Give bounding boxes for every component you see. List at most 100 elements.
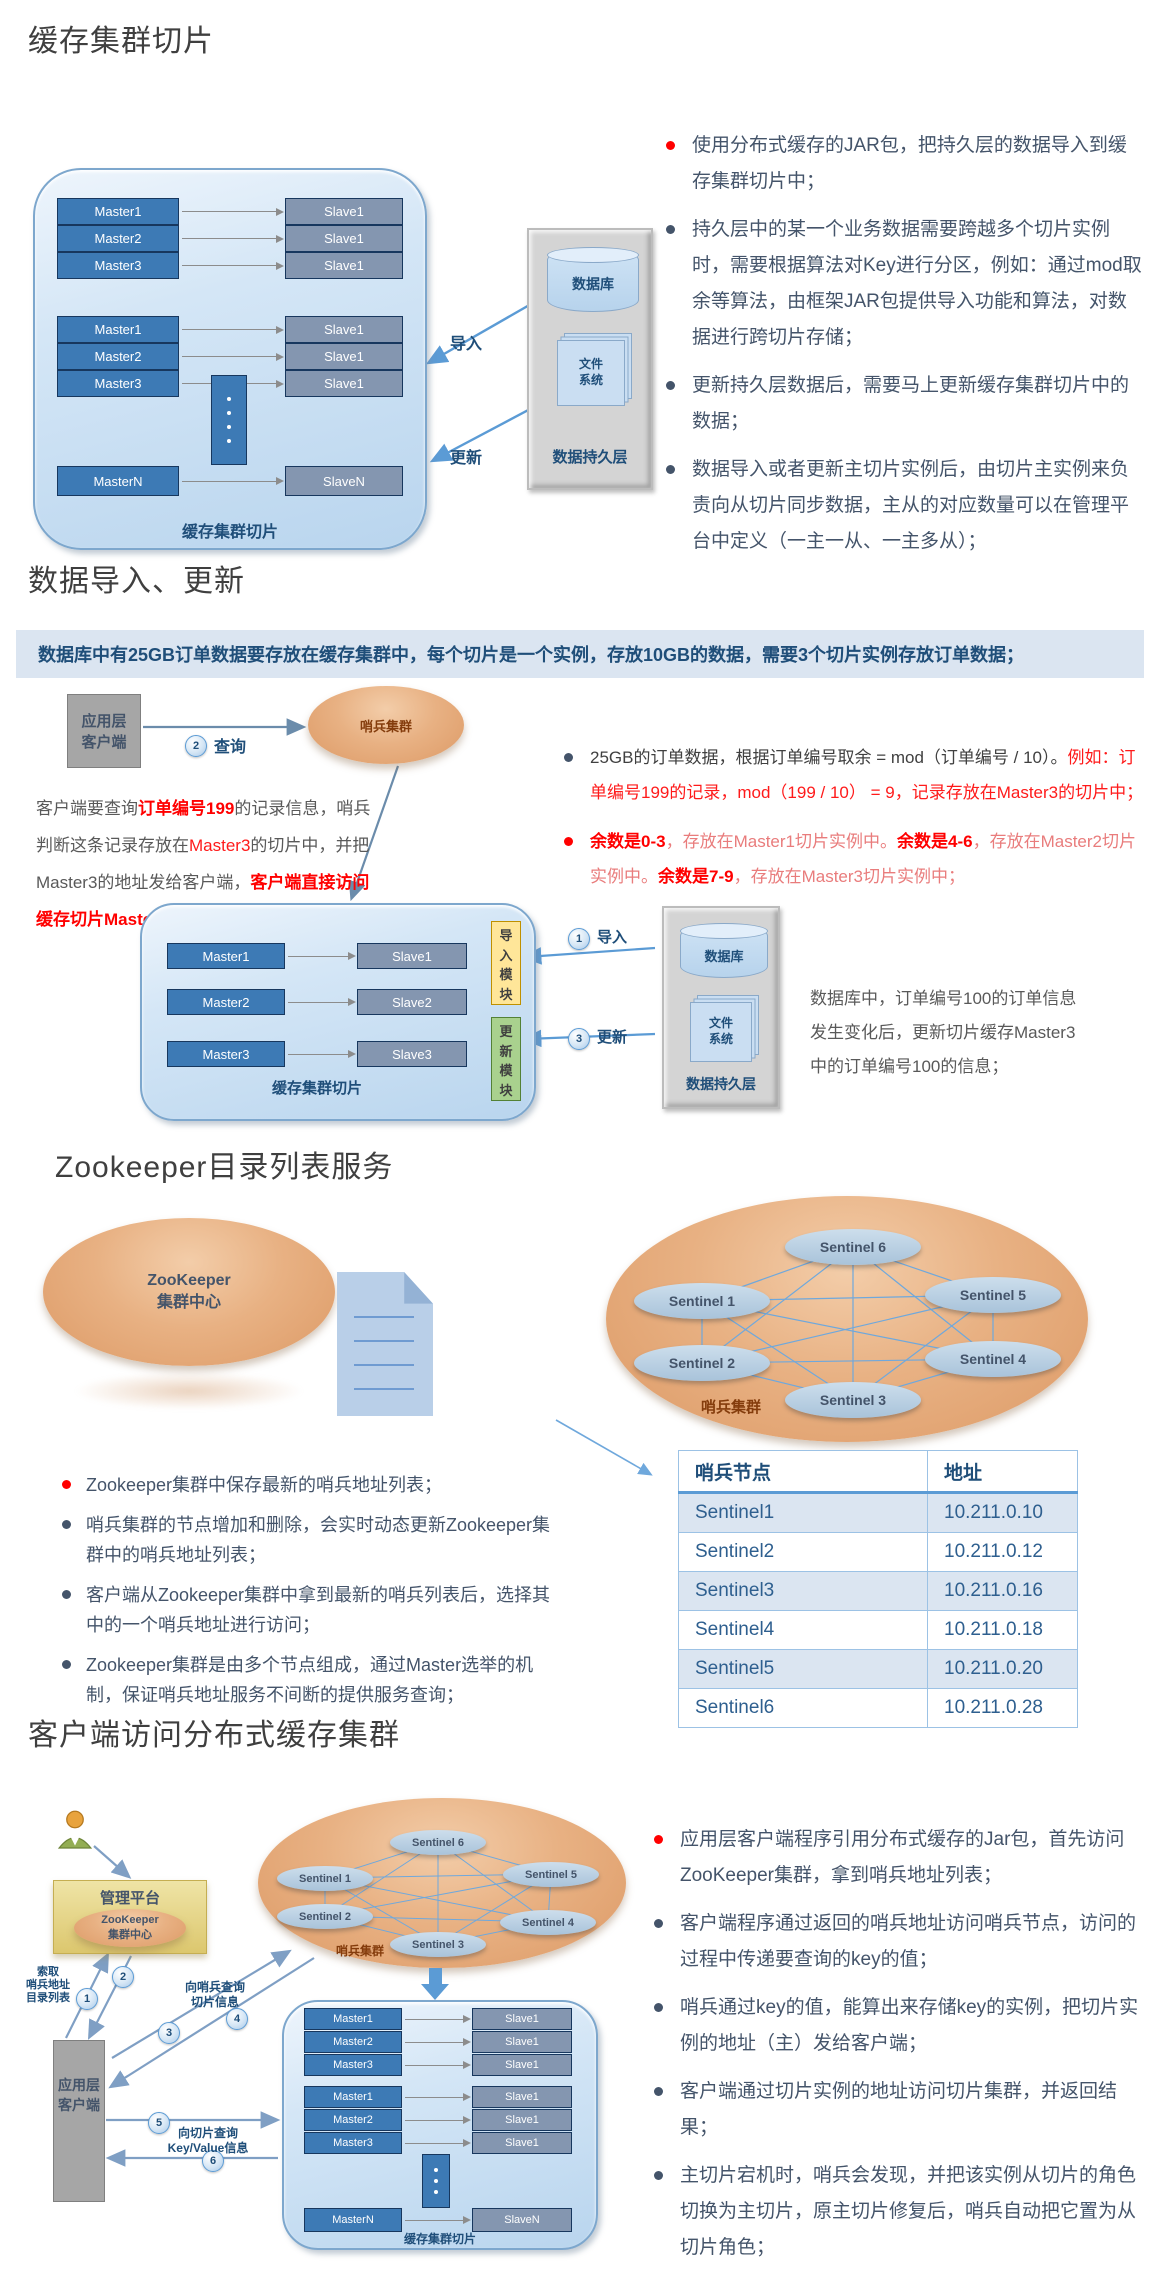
- address-cell: 10.211.0.16: [927, 1571, 1078, 1611]
- sentinel-cluster-caption: 哨兵集群: [336, 1944, 385, 1958]
- slave-node: Slave1: [285, 198, 403, 225]
- query-sentinel-label: 向哨兵查询 切片信息: [184, 1980, 245, 2009]
- sentinel-node-2: Sentinel 2: [277, 1904, 373, 1929]
- database-icon: 数据库: [547, 247, 639, 312]
- replication-arrow: [405, 2015, 471, 2023]
- step-circle-1: 1: [76, 1988, 98, 2010]
- master-node: MasterN: [57, 466, 179, 496]
- note-seg: ，存放在Master2切片实例中。: [590, 832, 1136, 886]
- import-label: 导入: [597, 929, 628, 946]
- sentinel-node-5: Sentinel 5: [925, 1277, 1061, 1313]
- master-node: MasterN: [304, 2208, 402, 2232]
- management-platform-box: 管理平台 ZooKeeper 集群中心: [53, 1880, 207, 1954]
- note-item: 数据导入或者更新主切片实例后，由切片主实例来负责向从切片同步数据，主从的对应数量…: [662, 452, 1144, 560]
- sentinel-node-6: Sentinel 6: [785, 1229, 921, 1265]
- master-node: Master2: [304, 2031, 402, 2053]
- slave-node: Slave1: [285, 370, 403, 397]
- note-seg-red: 余数是7-9: [658, 867, 734, 886]
- section2-notes: 25GB的订单数据，根据订单编号取余 = mod（订单编号 / 10）。例如：订…: [560, 740, 1146, 906]
- sentinel-node-1: Sentinel 1: [634, 1283, 770, 1319]
- note-seg: 的切片中，并把Master3的地址发给客户端，: [36, 836, 370, 892]
- note-seg-red: Master3: [189, 836, 251, 855]
- slave-node: Slave1: [285, 252, 403, 279]
- replication-arrow: [405, 2116, 471, 2124]
- slave-node: Slave3: [357, 1041, 467, 1067]
- note-seg-red: 余数是4-6: [897, 832, 973, 851]
- address-cell: 10.211.0.18: [927, 1610, 1078, 1650]
- note-item: Zookeeper集群是由多个节点组成，通过Master选举的机制，保证哨兵地址…: [58, 1650, 568, 1710]
- import-arrow-label: 导入: [450, 336, 483, 353]
- master-node: Master3: [57, 252, 179, 279]
- sentinel-node-3: Sentinel 3: [390, 1932, 486, 1957]
- section1-title: 缓存集群切片: [28, 25, 214, 58]
- replication-arrow: [288, 1050, 356, 1058]
- master-node: Master3: [304, 2132, 402, 2154]
- note-seg: 25GB的订单数据，根据订单编号取余 = mod（订单编号 / 10）。: [590, 748, 1068, 767]
- section3-title: Zookeeper目录列表服务: [55, 1151, 394, 1184]
- sentinel-node-6: Sentinel 6: [390, 1830, 486, 1855]
- note-item: 哨兵通过key的值，能算出来存储key的实例，把切片实例的地址（主）发给客户端；: [650, 1990, 1144, 2062]
- import-module: 导 入 模 块: [491, 921, 521, 1005]
- master-node: Master2: [304, 2109, 402, 2131]
- slave-node: Slave1: [472, 2086, 572, 2108]
- sentinel-name-cell: Sentinel2: [678, 1532, 928, 1572]
- management-platform-label: 管理平台: [99, 1890, 160, 1907]
- replication-arrow: [405, 2139, 471, 2147]
- sentinel-node-1: Sentinel 1: [277, 1866, 373, 1891]
- replication-arrow: [182, 477, 284, 485]
- update-module: 更 新 模 块: [491, 1017, 521, 1101]
- sentinel-node-2: Sentinel 2: [634, 1345, 770, 1381]
- note-item: 25GB的订单数据，根据订单编号取余 = mod（订单编号 / 10）。例如：订…: [560, 740, 1146, 810]
- master-node: Master2: [57, 225, 179, 252]
- file-system-icon: 文件 系统: [557, 333, 632, 406]
- app-client-box-4: 应用层 客户端: [53, 2040, 105, 2202]
- replication-arrow: [288, 952, 356, 960]
- note-item: 哨兵集群的节点增加和删除，会实时动态更新Zookeeper集群中的哨兵地址列表；: [58, 1510, 568, 1570]
- note-item: 主切片宕机时，哨兵会发现，并把该实例从切片的角色切换为主切片，原主切片修复后，哨…: [650, 2158, 1144, 2266]
- replication-arrow: [182, 261, 284, 270]
- slave-node: Slave2: [357, 989, 467, 1015]
- ellipse-reflection: [73, 1372, 305, 1410]
- replication-arrow: [405, 2061, 471, 2069]
- note-seg: 客户端要查询: [36, 799, 138, 818]
- step-circle-6: 6: [202, 2150, 224, 2172]
- slave-node: Slave1: [357, 943, 467, 969]
- cluster-caption: 缓存集群切片: [271, 1080, 362, 1097]
- step-circle-5: 5: [148, 2112, 170, 2134]
- sentinel-name-cell: Sentinel6: [678, 1688, 928, 1728]
- update-note: 数据库中，订单编号100的订单信息发生变化后，更新切片缓存Master3中的订单…: [810, 989, 1077, 1076]
- replication-arrow: [182, 325, 284, 334]
- sentinel-name-cell: Sentinel4: [678, 1610, 928, 1650]
- sentinel-cluster-ellipse-2: 哨兵集群: [308, 686, 464, 764]
- address-cell: 10.211.0.10: [927, 1492, 1078, 1533]
- master-node: Master3: [304, 2054, 402, 2076]
- zookeeper-ellipse-small: ZooKeeper 集群中心: [74, 1909, 186, 1947]
- sentinel-node-4: Sentinel 4: [925, 1341, 1061, 1377]
- master-node: Master1: [304, 2086, 402, 2108]
- note-item: 客户端通过切片实例的地址访问切片集群，并返回结果；: [650, 2074, 1144, 2146]
- address-list-document-icon: [337, 1272, 433, 1416]
- address-cell: 10.211.0.28: [927, 1688, 1078, 1728]
- sentinel-cluster-content-small: Sentinel 6 Sentinel 1 Sentinel 5 Sentine…: [258, 1798, 626, 1968]
- note-item: 客户端从Zookeeper集群中拿到最新的哨兵列表后，选择其中的一个哨兵地址进行…: [58, 1580, 568, 1640]
- col-address: 地址: [927, 1450, 1078, 1494]
- replication-arrow: [405, 2038, 471, 2046]
- master-node: Master1: [304, 2008, 402, 2030]
- persistence-caption: 数据持久层: [686, 1076, 756, 1092]
- sentinel-name-cell: Sentinel3: [678, 1571, 928, 1611]
- step-circle-4: 4: [226, 2008, 248, 2030]
- slave-node: Slave1: [472, 2054, 572, 2076]
- address-cell: 10.211.0.12: [927, 1532, 1078, 1572]
- note-seg: ，存放在Master1切片实例中。: [665, 832, 897, 851]
- slave-node: Slave1: [285, 316, 403, 343]
- sentinel-name-cell: Sentinel1: [678, 1492, 928, 1533]
- section4-title: 客户端访问分布式缓存集群: [28, 1719, 400, 1752]
- sentinel-node-5: Sentinel 5: [503, 1862, 599, 1887]
- section1-notes: 使用分布式缓存的JAR包，把持久层的数据导入到缓存集群切片中；持久层中的某一个业…: [662, 128, 1144, 572]
